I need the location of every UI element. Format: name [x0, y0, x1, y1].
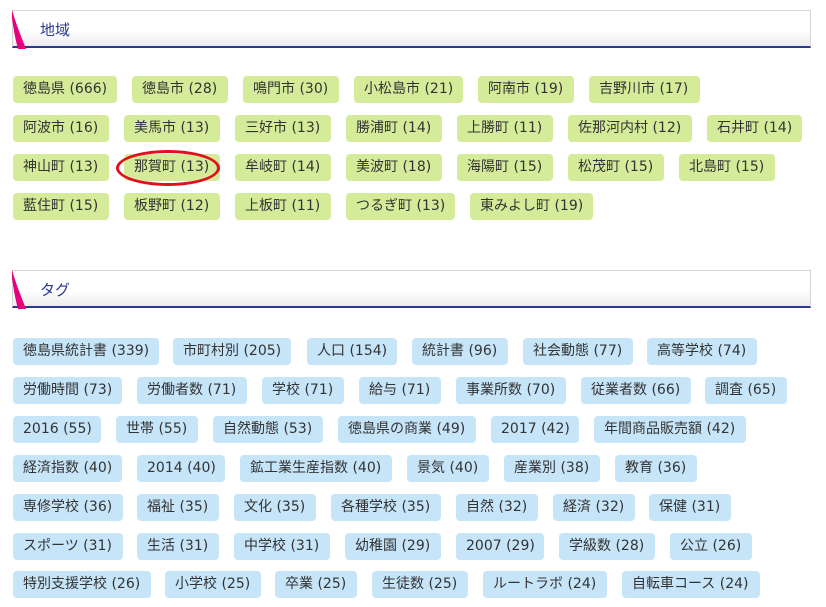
- keyword-tag[interactable]: 2016 (55): [13, 416, 101, 443]
- keyword-tag[interactable]: 世帯 (55): [116, 416, 198, 443]
- region-tag[interactable]: 石井町 (14): [707, 115, 802, 142]
- region-tag[interactable]: 吉野川市 (17): [589, 76, 700, 103]
- keyword-tag[interactable]: 生活 (31): [137, 533, 219, 560]
- keyword-tag[interactable]: 2014 (40): [137, 455, 225, 482]
- keyword-tag[interactable]: 事業所数 (70): [456, 377, 566, 404]
- region-tag[interactable]: 上板町 (11): [235, 193, 331, 220]
- region-tag-highlighted[interactable]: 那賀町 (13): [124, 154, 220, 181]
- keyword-tag[interactable]: スポーツ (31): [13, 533, 123, 560]
- region-tag[interactable]: 三好市 (13): [235, 115, 331, 142]
- region-tag[interactable]: 美波町 (18): [346, 154, 442, 181]
- keyword-tag[interactable]: 年間商品販売額 (42): [594, 416, 746, 443]
- region-section-title: 地域: [40, 21, 71, 39]
- keyword-tag[interactable]: 自転車コース (24): [622, 571, 760, 598]
- keyword-tag[interactable]: 小学校 (25): [165, 571, 261, 598]
- keyword-tag[interactable]: 鉱工業生産指数 (40): [240, 455, 392, 482]
- header-accent-icon: [12, 270, 26, 309]
- keyword-tag[interactable]: 生徒数 (25): [372, 571, 468, 598]
- region-tag[interactable]: 神山町 (13): [13, 154, 109, 181]
- keyword-tag[interactable]: 各種学校 (35): [331, 494, 441, 521]
- region-tag[interactable]: 鳴門市 (30): [243, 76, 339, 103]
- keyword-tag[interactable]: 特別支援学校 (26): [13, 571, 151, 598]
- region-section-header: 地域: [12, 10, 811, 49]
- region-tag[interactable]: 北島町 (15): [679, 154, 775, 181]
- region-tag[interactable]: 美馬市 (13): [124, 115, 220, 142]
- region-tag[interactable]: 松茂町 (15): [568, 154, 664, 181]
- keyword-tag[interactable]: 社会動態 (77): [523, 338, 633, 365]
- keyword-tag[interactable]: 自然 (32): [456, 494, 538, 521]
- keyword-tag[interactable]: 調査 (65): [705, 377, 787, 404]
- keyword-tag[interactable]: 卒業 (25): [275, 571, 357, 598]
- region-tag[interactable]: 小松島市 (21): [354, 76, 463, 103]
- region-tag[interactable]: 徳島県 (666): [13, 76, 117, 103]
- keyword-tag[interactable]: 文化 (35): [234, 494, 316, 521]
- keyword-tag[interactable]: 学級数 (28): [559, 533, 655, 560]
- keyword-tag[interactable]: 高等学校 (74): [647, 338, 757, 365]
- keyword-tag[interactable]: 経済 (32): [553, 494, 635, 521]
- keyword-tag[interactable]: 2017 (42): [491, 416, 579, 443]
- keyword-tag[interactable]: ルートラボ (24): [483, 571, 607, 598]
- tags-section-header: タグ: [12, 270, 811, 309]
- keyword-tag[interactable]: 市町村別 (205): [173, 338, 291, 365]
- header-accent-icon: [12, 10, 26, 49]
- keyword-tag[interactable]: 人口 (154): [307, 338, 397, 365]
- region-tag[interactable]: 佐那河内村 (12): [568, 115, 692, 142]
- region-tag[interactable]: 牟岐町 (14): [235, 154, 331, 181]
- keyword-tag[interactable]: 労働時間 (73): [13, 377, 122, 404]
- region-tag[interactable]: 板野町 (12): [124, 193, 220, 220]
- keyword-tag[interactable]: 教育 (36): [615, 455, 697, 482]
- keyword-tag[interactable]: 統計書 (96): [412, 338, 508, 365]
- keyword-tag[interactable]: 福祉 (35): [137, 494, 219, 521]
- keyword-tag[interactable]: 専修学校 (36): [13, 494, 123, 521]
- keyword-tag[interactable]: 幼稚園 (29): [345, 533, 441, 560]
- keyword-tag[interactable]: 学校 (71): [262, 377, 344, 404]
- region-tag[interactable]: 東みよし町 (19): [470, 193, 593, 220]
- keyword-tag[interactable]: 2007 (29): [456, 533, 544, 560]
- keyword-tag[interactable]: 自然動態 (53): [213, 416, 323, 443]
- region-tag[interactable]: 阿南市 (19): [478, 76, 574, 103]
- region-tag[interactable]: 勝浦町 (14): [346, 115, 442, 142]
- keyword-tag[interactable]: 労働者数 (71): [137, 377, 247, 404]
- region-tag[interactable]: 阿波市 (16): [13, 115, 109, 142]
- keyword-tag[interactable]: 景気 (40): [407, 455, 489, 482]
- keyword-tag[interactable]: 公立 (26): [670, 533, 752, 560]
- keyword-tag[interactable]: 従業者数 (66): [581, 377, 691, 404]
- tags-section-title: タグ: [40, 281, 71, 299]
- region-tag[interactable]: 藍住町 (15): [13, 193, 109, 220]
- keyword-tag[interactable]: 産業別 (38): [504, 455, 600, 482]
- keyword-tag[interactable]: 徳島県の商業 (49): [338, 416, 476, 443]
- region-tag[interactable]: 海陽町 (15): [457, 154, 553, 181]
- region-tag[interactable]: 上勝町 (11): [457, 115, 553, 142]
- keyword-tag[interactable]: 経済指数 (40): [13, 455, 122, 482]
- region-tag[interactable]: 徳島市 (28): [132, 76, 228, 103]
- keyword-tag[interactable]: 給与 (71): [359, 377, 441, 404]
- keyword-tag[interactable]: 保健 (31): [649, 494, 731, 521]
- keyword-tag[interactable]: 中学校 (31): [234, 533, 330, 560]
- region-tag[interactable]: つるぎ町 (13): [346, 193, 455, 220]
- keyword-tag[interactable]: 徳島県統計書 (339): [13, 338, 159, 365]
